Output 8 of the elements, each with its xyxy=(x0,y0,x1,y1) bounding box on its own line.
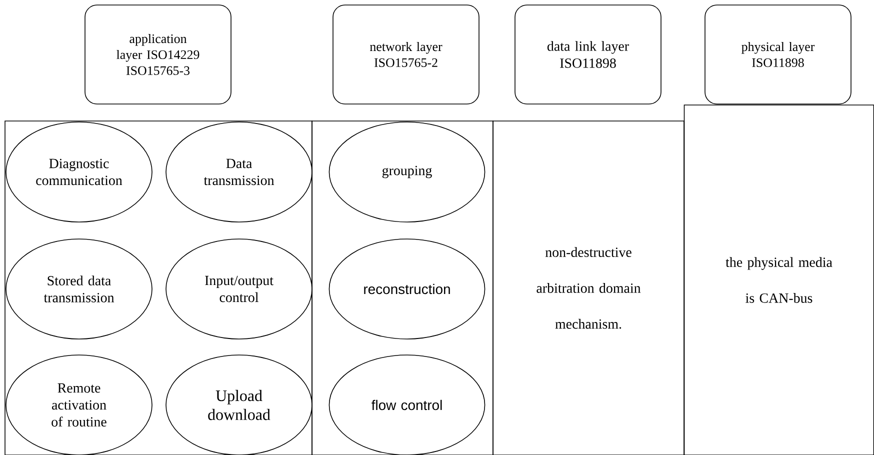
layer-box: physical layer ISO11898 xyxy=(704,4,852,104)
table-cell xyxy=(4,120,312,455)
table-cell xyxy=(312,120,494,455)
layer-box: application layer ISO14229 ISO15765-3 xyxy=(84,4,232,104)
layer-box: network layer ISO15765-2 xyxy=(332,4,480,104)
table-cell: non-destructive arbitration domain mechanism. xyxy=(492,120,684,455)
layer-box: data link layer ISO11898 xyxy=(514,4,662,104)
table-cell: the physical media is CAN-bus xyxy=(684,104,874,455)
